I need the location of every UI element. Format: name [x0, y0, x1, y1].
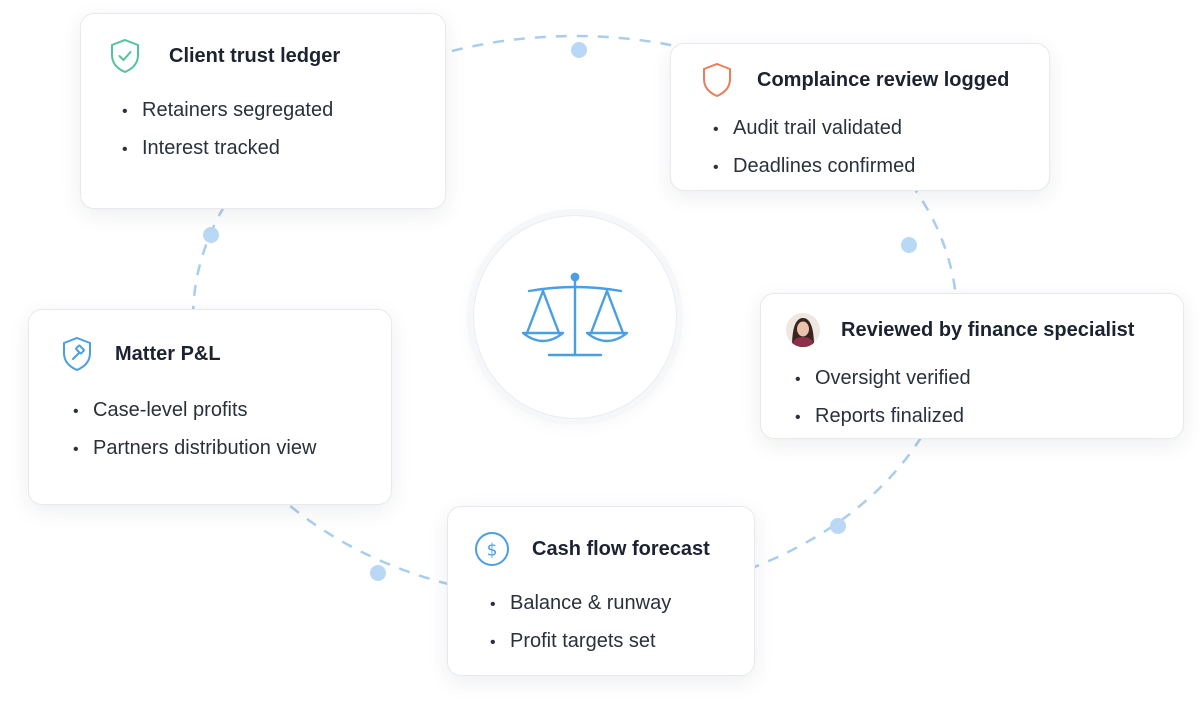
- card-cash-flow-forecast: $ Cash flow forecast Balance & runway Pr…: [447, 506, 755, 676]
- card-client-trust-ledger: Client trust ledger Retainers segregated…: [80, 13, 446, 209]
- connector-node: [901, 237, 917, 253]
- connector-node: [203, 227, 219, 243]
- card-title: Client trust ledger: [169, 44, 341, 67]
- card-title: Cash flow forecast: [532, 537, 710, 560]
- list-item: Balance & runway: [490, 585, 671, 623]
- center-badge: [473, 215, 677, 419]
- list-item: Profit targets set: [490, 623, 671, 661]
- list-item: Case-level profits: [73, 392, 316, 430]
- svg-text:$: $: [487, 541, 498, 561]
- connector-node: [370, 565, 386, 581]
- card-matter-pl: Matter P&L Case-level profits Partners d…: [28, 309, 392, 505]
- list-item: Audit trail validated: [713, 110, 915, 148]
- list-item: Interest tracked: [122, 130, 333, 168]
- scales-icon: [521, 272, 629, 357]
- card-list: Oversight verified Reports finalized: [795, 360, 971, 436]
- list-item: Oversight verified: [795, 360, 971, 398]
- card-compliance-review: Complaince review logged Audit trail val…: [670, 43, 1050, 191]
- list-item: Retainers segregated: [122, 92, 333, 130]
- card-title: Complaince review logged: [757, 68, 1010, 91]
- list-item: Reports finalized: [795, 398, 971, 436]
- card-list: Retainers segregated Interest tracked: [122, 92, 333, 168]
- card-list: Balance & runway Profit targets set: [490, 585, 671, 661]
- list-item: Partners distribution view: [73, 430, 316, 468]
- shield-check-icon: [107, 38, 143, 74]
- card-finance-review: Reviewed by finance specialist Oversight…: [760, 293, 1184, 439]
- connector-node: [830, 518, 846, 534]
- shield-gavel-icon: [59, 336, 95, 372]
- connector-node: [571, 42, 587, 58]
- card-title: Reviewed by finance specialist: [841, 318, 1135, 341]
- shield-icon: [699, 62, 735, 98]
- card-list: Audit trail validated Deadlines confirme…: [713, 110, 915, 186]
- card-title: Matter P&L: [115, 342, 221, 365]
- dollar-icon: $: [474, 531, 510, 567]
- avatar: [785, 312, 821, 348]
- card-list: Case-level profits Partners distribution…: [73, 392, 316, 468]
- list-item: Deadlines confirmed: [713, 148, 915, 186]
